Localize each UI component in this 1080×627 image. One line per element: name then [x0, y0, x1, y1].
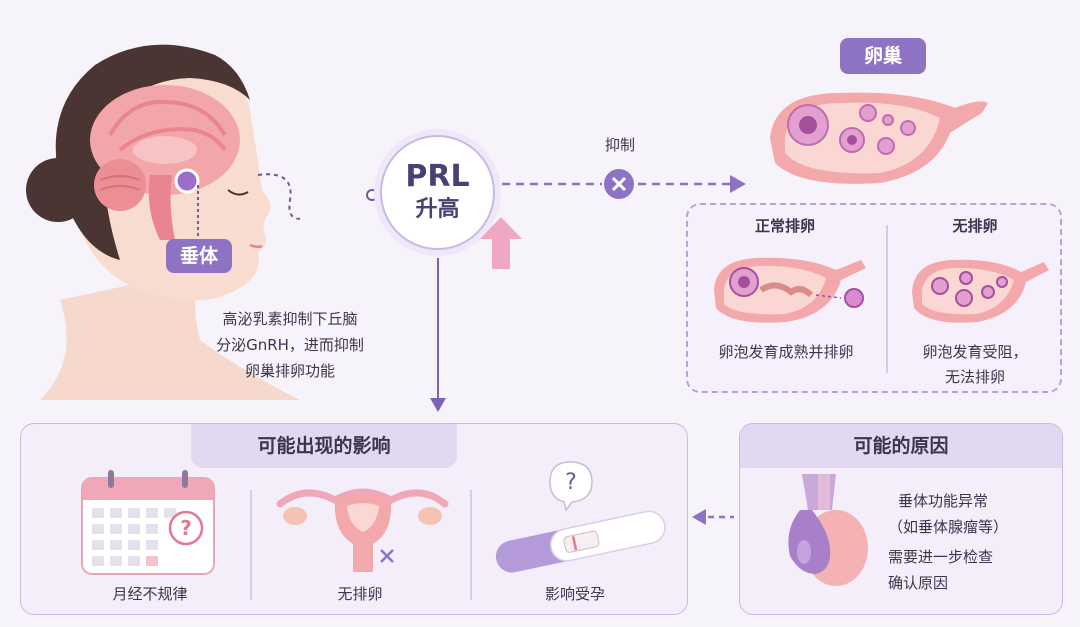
mechanism-line-3: 卵巢排卵功能: [244, 362, 335, 380]
causes-text: 垂体功能异常 （如垂体腺瘤等） 需要进一步检查 确认原因: [888, 488, 1048, 596]
mechanism-line-2: 分泌GnRH，进而抑制: [216, 336, 364, 354]
inhibit-label: 抑制: [604, 136, 635, 154]
svg-text:?: ?: [565, 470, 577, 495]
connector-dot: [366, 189, 378, 201]
causes-title: 可能的原因: [740, 424, 1062, 468]
svg-text:?: ?: [180, 516, 192, 540]
anovulation-desc-2: 无法排卵: [944, 368, 1005, 386]
effects-divider-2: [470, 490, 472, 600]
anovulation-desc-1: 卵泡发育受阻，: [922, 343, 1028, 361]
mechanism-text: 高泌乳素抑制下丘脑 分泌GnRH，进而抑制 卵巢排卵功能: [200, 306, 380, 384]
effects-divider-1: [250, 490, 252, 600]
prl-text: PRL: [405, 159, 470, 194]
normal-ovary-icon: [714, 257, 866, 323]
anovulation-ovary-icon: [912, 259, 1049, 323]
inhibit-x-icon: [604, 169, 634, 199]
causes-card: 可能的原因: [739, 423, 1063, 615]
ovary-title: 卵巢: [840, 38, 926, 74]
effects-title: 可能出现的影响: [191, 424, 457, 468]
calendar-icon: ?: [81, 470, 215, 575]
ovary-illustration: [770, 92, 988, 184]
mechanism-line-1: 高泌乳素抑制下丘脑: [222, 310, 358, 328]
prl-rise-text: 升高: [415, 197, 460, 222]
causes-to-effects-arrow: [692, 509, 734, 525]
effect-fertility: 影响受孕: [544, 585, 605, 603]
effect-anovulation: 无排卵: [337, 585, 383, 603]
prl-circle: PRL 升高: [380, 135, 495, 250]
cause-line-3: 需要进一步检查: [888, 548, 994, 566]
pregnancy-test-icon: ?: [495, 461, 666, 573]
cause-line-1: 垂体功能异常: [898, 492, 989, 510]
compare-divider: [886, 225, 888, 373]
cause-line-2: （如垂体腺瘤等）: [888, 518, 1009, 536]
effect-irregular-menses: 月经不规律: [112, 585, 188, 603]
head-illustration: [26, 44, 300, 400]
pituitary-label: 垂体: [166, 239, 232, 273]
cause-line-4: 确认原因: [888, 574, 949, 592]
up-arrow-icon: [480, 217, 522, 269]
pituitary-adenoma-icon: [788, 474, 868, 586]
uterus-icon: [276, 488, 449, 572]
normal-ovulation-title: 正常排卵: [754, 217, 815, 235]
down-arrow: [430, 258, 446, 412]
pituitary-connector: [197, 185, 199, 240]
anovulation-title: 无排卵: [952, 217, 998, 235]
inhibit-arrow: [502, 175, 746, 193]
normal-ovulation-desc: 卵泡发育成熟并排卵: [718, 343, 854, 361]
